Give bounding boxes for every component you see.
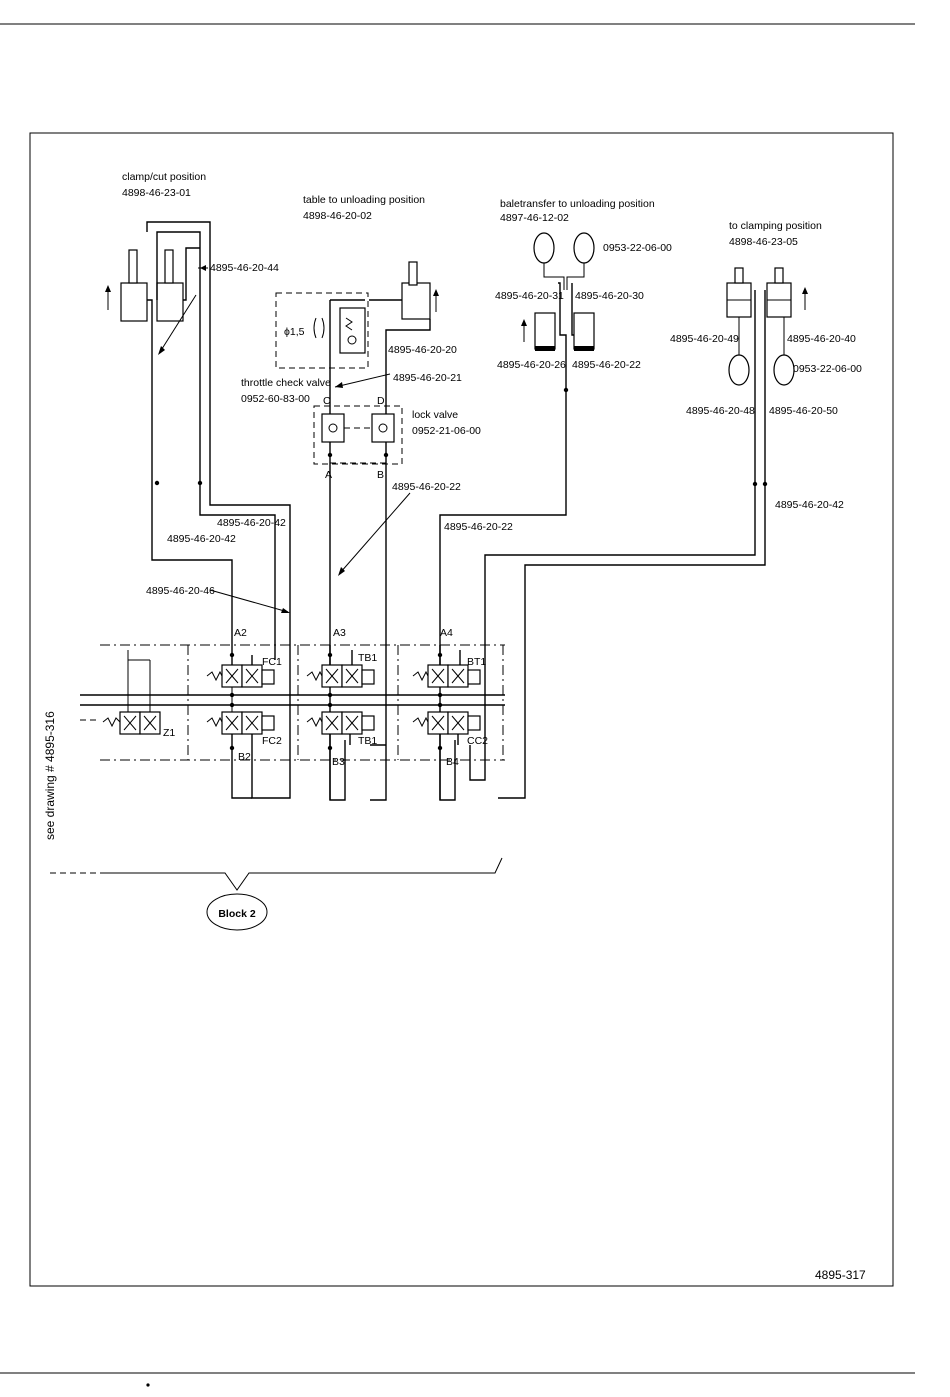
pipe-42a-label: 4895-46-20-42	[217, 517, 286, 529]
valve-z1-label: Z1	[163, 727, 175, 739]
drawing-number: 4895-317	[815, 1268, 866, 1282]
table-code: 4898-46-20-02	[303, 210, 372, 222]
accumulator-a-label: 0953-22-06-00	[603, 242, 672, 254]
port-b: B	[377, 469, 384, 481]
throttle-check-valve	[275, 292, 391, 405]
lock-valve	[313, 405, 411, 801]
pipe-42b-label: 4895-46-20-42	[167, 533, 236, 545]
port-a3: A3	[333, 627, 346, 639]
pipe-42c-label: 4895-46-20-42	[775, 499, 844, 511]
pipe-26-label: 4895-46-20-26	[497, 359, 566, 371]
valve-tb1-bottom-label: TB1	[358, 735, 377, 747]
block-2-label: Block 2	[218, 908, 256, 920]
port-b3: B3	[332, 756, 345, 768]
pipe-22b-label: 4895-46-20-22	[444, 521, 513, 533]
bale-title: baletransfer to unloading position	[500, 198, 655, 210]
table-title: table to unloading position	[303, 194, 425, 206]
block-2-bubble	[206, 893, 268, 931]
bale-code: 4897-46-12-02	[500, 212, 569, 224]
pipe-20-label: 4895-46-20-20	[388, 344, 457, 356]
pipe-49-label: 4895-46-20-49	[670, 333, 739, 345]
port-b4: B4	[446, 756, 459, 768]
port-c: C	[323, 395, 331, 407]
drawing-frame	[29, 132, 894, 1287]
table-cylinder	[369, 261, 439, 405]
lock-label: lock valve	[412, 409, 458, 421]
port-a2: A2	[234, 627, 247, 639]
orifice-label: ϕ1,5	[284, 326, 305, 338]
clamp-title: clamp/cut position	[122, 171, 206, 183]
block-bracket	[100, 857, 503, 891]
pipe-48-label: 4895-46-20-48	[686, 405, 755, 417]
throttle-label: throttle check valve	[241, 377, 331, 389]
pipe-40-label: 4895-46-20-40	[787, 333, 856, 345]
accumulator-b-label: 0953-22-06-00	[793, 363, 862, 375]
pipe-22c-label: 4895-46-20-22	[572, 359, 641, 371]
pipe-44-label: 4895-46-20-44	[210, 262, 279, 274]
port-a4: A4	[440, 627, 453, 639]
pipe-31-label: 4895-46-20-31	[495, 290, 564, 302]
port-d: D	[377, 395, 385, 407]
bale-transfer	[439, 232, 595, 801]
port-a: A	[325, 469, 332, 481]
clamping-code: 4898-46-23-05	[729, 236, 798, 248]
see-drawing-note: see drawing # 4895-316	[43, 711, 57, 840]
pipe-22a-label: 4895-46-20-22	[392, 481, 461, 493]
valve-block	[80, 644, 505, 800]
valve-fc2-label: FC2	[262, 735, 282, 747]
pipe-50-label: 4895-46-20-50	[769, 405, 838, 417]
lock-code: 0952-21-06-00	[412, 425, 481, 437]
port-b2: B2	[238, 751, 251, 763]
valve-cc2-label: CC2	[467, 735, 488, 747]
leader-46	[209, 589, 289, 613]
clamp-code: 4898-46-23-01	[122, 187, 191, 199]
pipe-46-label: 4895-46-20-46	[146, 585, 215, 597]
clamp-cylinders	[105, 221, 291, 799]
pipe-30-label: 4895-46-20-30	[575, 290, 644, 302]
footer-bullet	[146, 1383, 150, 1387]
pipe-21-label: 4895-46-20-21	[393, 372, 462, 384]
clamping-cylinders	[469, 267, 808, 799]
valve-bt1-label: BT1	[467, 656, 486, 668]
valve-fc1-label: FC1	[262, 656, 282, 668]
clamping-title: to clamping position	[729, 220, 822, 232]
throttle-code: 0952-60-83-00	[241, 393, 310, 405]
valve-tb1-top-label: TB1	[358, 652, 377, 664]
